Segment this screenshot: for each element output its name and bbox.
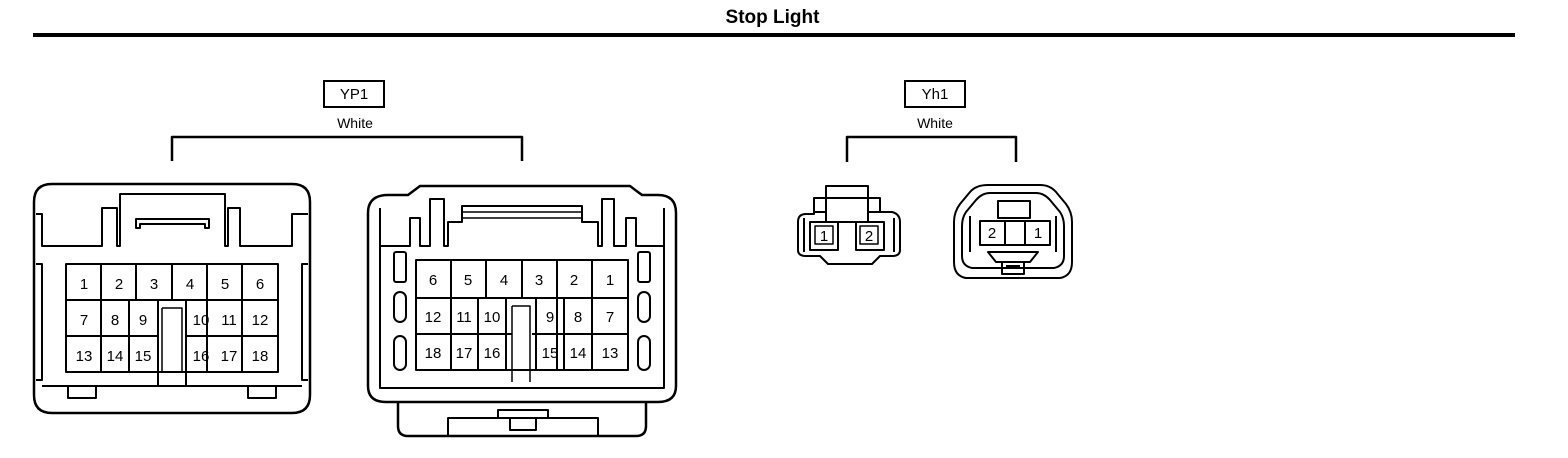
yp1-a-pin: 7 [80,312,88,329]
yp1-b-pin: 11 [456,309,472,326]
yp1-b-pin: 12 [425,309,442,326]
yp1-a-pin: 12 [252,312,269,329]
yp1-b-pin: 6 [429,272,437,289]
yp1-a-pin: 14 [107,348,124,365]
yh1-housing-b [953,184,1073,279]
yp1-b-pin: 8 [574,309,582,326]
yp1-b-pin: 7 [606,309,614,326]
yp1-a-pin: 13 [76,348,93,365]
yp1-a-pin: 18 [252,348,269,365]
yp1-b-pin: 4 [500,272,508,289]
connector-color-yp1: White [337,115,373,131]
yp1-a-pin: 1 [80,276,88,293]
yp1-b-pin: 5 [464,272,472,289]
yp1-b-pin: 1 [606,272,614,289]
yp1-a-pin: 2 [115,276,123,293]
bracket-yh1 [845,135,1018,162]
bracket-yp1 [170,135,524,161]
yp1-a-pin: 15 [135,348,152,365]
yp1-a-pin: 9 [139,312,147,329]
yp1-b-pin: 10 [484,309,501,326]
yp1-a-pin: 6 [256,276,264,293]
yh1-a-pin: 1 [820,228,828,245]
yp1-a-pin: 3 [150,276,158,293]
yp1-b-pin: 18 [425,345,442,362]
yp1-a-pin: 17 [221,348,238,365]
yp1-a-pin: 4 [186,276,194,293]
yh1-housing-a [797,185,901,265]
diagram-title: Stop Light [725,7,820,28]
yh1-b-pin: 1 [1034,225,1042,242]
yp1-pins-b: 6 5 4 3 2 1 12 11 10 9 8 7 18 17 16 15 1… [425,272,619,362]
connector-label-yh1: Yh1 [904,80,966,108]
yp1-a-pin: 5 [221,276,229,293]
yp1-b-pin: 2 [570,272,578,289]
yp1-b-pin: 17 [456,345,473,362]
yp1-b-pin: 9 [546,309,554,326]
connector-color-yh1: White [917,115,953,131]
yp1-b-pin: 15 [542,345,559,362]
yp1-b-pin: 14 [570,345,587,362]
yp1-pin-block-b [415,259,629,382]
yp1-a-pin: 8 [111,312,119,329]
yh1-a-pin: 2 [865,228,873,245]
yh1-b-pin: 2 [988,225,996,242]
yp1-a-pin: 10 [193,312,210,329]
yp1-pin-block-a [65,263,279,373]
title-rule [33,33,1515,37]
yp1-housing-a [32,182,312,415]
yp1-a-pin: 11 [221,312,237,329]
yp1-b-pin: 16 [484,345,501,362]
connector-label-yp1: YP1 [323,80,385,108]
yp1-b-pin: 13 [602,345,619,362]
yp1-a-pin: 16 [193,348,210,365]
yp1-housing-b [366,184,678,438]
yp1-b-pin: 3 [535,272,543,289]
yp1-pins-a: 1 2 3 4 5 6 7 8 9 10 11 12 13 14 15 16 1… [76,276,269,365]
yh1-pins: 1 2 2 1 [820,225,1042,245]
